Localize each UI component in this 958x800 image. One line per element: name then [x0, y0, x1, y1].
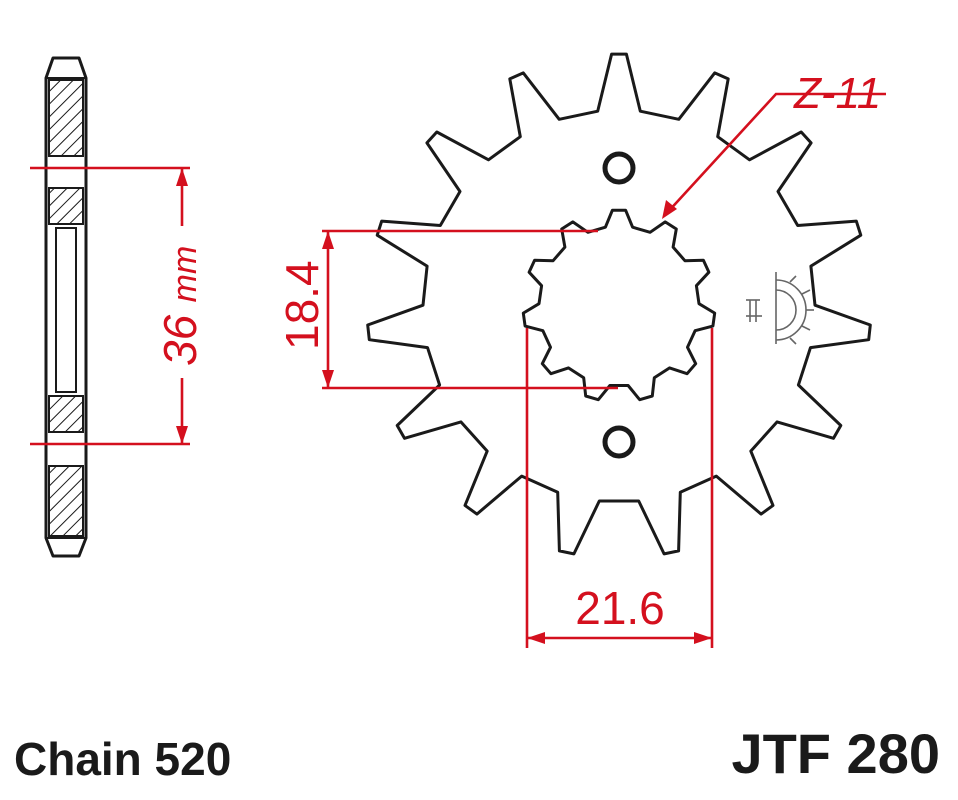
- part-number-label: JTF 280: [731, 722, 940, 785]
- sprocket-side-view: [44, 56, 88, 558]
- bolt-hole-top: [602, 151, 636, 185]
- teeth-count-label: Z-11: [793, 69, 881, 118]
- hub-length-label: 36 mm: [154, 246, 206, 366]
- hub-length-unit: mm: [166, 246, 204, 303]
- spline-diameter-label: 21.6: [575, 582, 665, 634]
- hub-length-dimension: 36 mm: [30, 166, 206, 446]
- spline-bore: [521, 208, 717, 402]
- bolt-hole-bottom: [602, 425, 636, 459]
- chain-size-label: Chain 520: [14, 733, 232, 785]
- hub-width-label: 18.4: [276, 260, 328, 350]
- hub-length-value: 36: [154, 314, 206, 366]
- sprocket-front-view: [366, 52, 872, 556]
- hub-width-dimension: 18.4: [276, 229, 618, 390]
- spline-diameter-dimension: 21.6: [525, 328, 714, 648]
- spline-symbol-icon: [746, 272, 814, 345]
- teeth-count-callout: Z-11: [662, 69, 886, 219]
